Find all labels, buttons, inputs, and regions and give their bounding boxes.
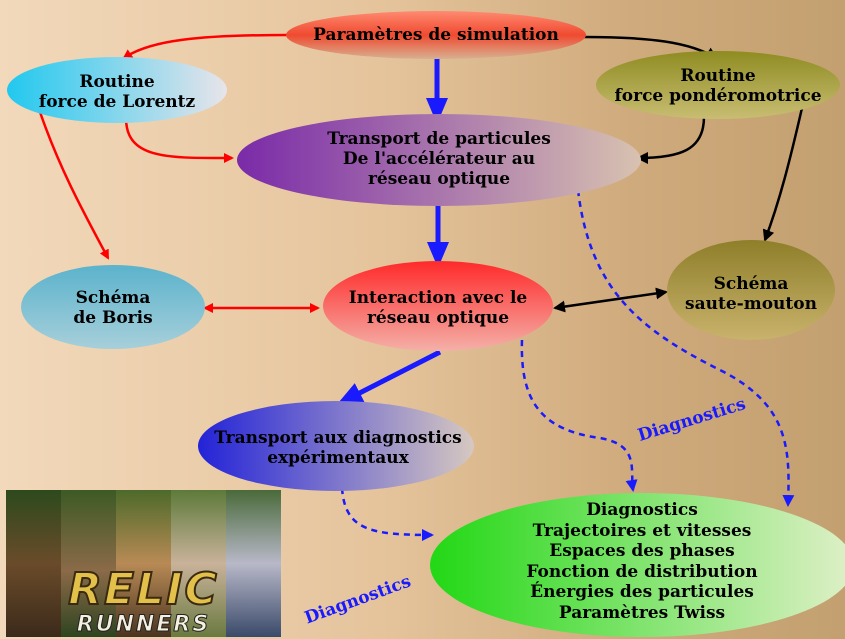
label-saute: Schéma saute-mouton [685, 274, 817, 314]
edge-transport-diagnostics [576, 189, 795, 507]
label-params: Paramètres de simulation [313, 25, 559, 45]
edge-interaction-diagnostics [520, 339, 638, 492]
label-diagnostics: Diagnostics Trajectoires et vitesses Esp… [526, 500, 758, 623]
label-ponderomotrice: Routine force pondéromotrice [614, 66, 822, 106]
node-params [286, 11, 586, 59]
game-artwork-image: RELIC RUNNERS [6, 490, 281, 637]
node-interaction [323, 261, 553, 351]
edge-interaction-transportdiag [336, 349, 442, 405]
label-interaction: Interaction avec le réseau optique [348, 288, 528, 328]
edge-interaction-saute [553, 287, 668, 313]
label-transport-diag: Transport aux diagnostics expérimentaux [214, 428, 462, 468]
node-saute [667, 240, 835, 340]
label-transport: Transport de particules De l'accélérateu… [327, 129, 551, 189]
edge-ponder-transport [636, 116, 706, 164]
node-ponder [596, 51, 840, 119]
label-lorentz: Routine force de Lorentz [38, 72, 196, 112]
logo-relic: RELIC [67, 563, 219, 616]
node-transport [237, 114, 641, 206]
node-boris [21, 265, 205, 349]
node-diagnostics [430, 493, 845, 637]
edge-transportdiag-diagnostics [340, 487, 434, 541]
node-transportdiag [198, 401, 474, 491]
label-boris: Schéma de Boris [73, 288, 153, 328]
edge-params-lorentz [122, 33, 289, 60]
logo-runners: RUNNERS [76, 612, 211, 638]
edge-lorentz-transport [124, 117, 234, 164]
edge-ponder-saute [762, 107, 804, 242]
edge-lorentz-boris [38, 111, 110, 260]
node-lorentz [7, 57, 227, 123]
